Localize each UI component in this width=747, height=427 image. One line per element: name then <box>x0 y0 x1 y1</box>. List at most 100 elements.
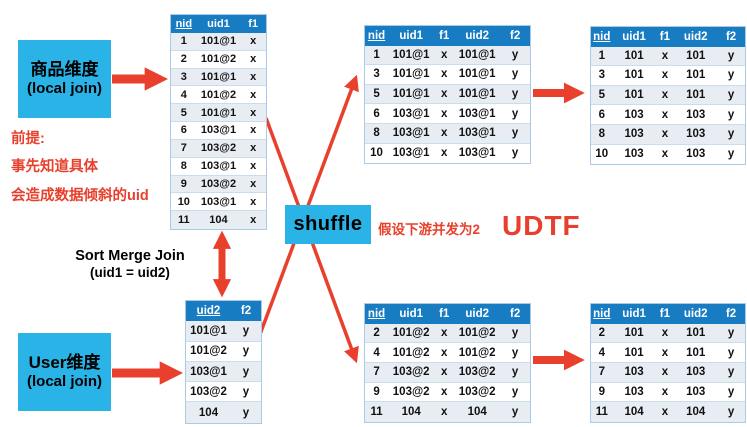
table-cell: 101@2 <box>458 346 496 359</box>
table-cell: x <box>250 160 257 173</box>
table-cell: 103@1 <box>200 160 237 173</box>
table-cell: x <box>250 178 257 191</box>
table-cell: x <box>661 327 669 340</box>
table-cell: 101@1 <box>200 70 237 83</box>
table-cell: 103@2 <box>190 385 227 398</box>
shuffle-label: shuffle <box>293 213 363 235</box>
column-header: f1 <box>248 17 259 30</box>
table-cell: 5 <box>598 89 605 102</box>
table-cell: x <box>661 69 669 82</box>
sort-merge-join-condition: (uid1 = uid2) <box>90 265 170 281</box>
column-header: f2 <box>240 305 252 318</box>
column-header: nid <box>367 307 386 320</box>
table-cell: 101@1 <box>392 68 430 81</box>
table-cell: 1 <box>180 35 187 48</box>
table-cell: y <box>511 147 519 160</box>
user-box-subtitle: (local join) <box>27 373 102 391</box>
table-cell: y <box>511 48 519 61</box>
table-cell: y <box>511 88 519 101</box>
table-header-row: uid2 f2 <box>186 301 261 322</box>
table-cell: 101@1 <box>392 48 430 61</box>
table-cell: y <box>727 69 735 82</box>
column-header: f1 <box>659 30 670 43</box>
table-cell: 10 <box>595 148 609 161</box>
table-cell: y <box>727 386 735 399</box>
table-cell: 101@2 <box>200 53 237 66</box>
user-dimension-box: User维度 (local join) <box>18 333 111 411</box>
table-cell: 101@1 <box>190 324 227 337</box>
table-cell: y <box>511 327 519 340</box>
udtf-label: UDTF <box>502 210 581 241</box>
table-cell: 101@2 <box>458 327 496 340</box>
table-cell: 101@2 <box>392 327 430 340</box>
table-cell: y <box>727 89 735 102</box>
table-cell: x <box>250 214 257 227</box>
table-cell: x <box>440 346 448 359</box>
table-cell: x <box>661 49 669 62</box>
table-cell: 103 <box>624 386 644 399</box>
table-cell: 101@1 <box>200 35 237 48</box>
column-header: uid2 <box>196 305 221 318</box>
table-cell: x <box>440 127 448 140</box>
table-cell: y <box>242 324 250 337</box>
table-cell: 104 <box>198 406 219 419</box>
table-cell: x <box>440 88 448 101</box>
table-cell: 103@1 <box>458 107 496 120</box>
table-cell: x <box>250 106 257 119</box>
table-cell: 103@1 <box>392 127 430 140</box>
table-cell: y <box>727 327 735 340</box>
table-cell: 103@2 <box>458 386 496 399</box>
table-cell: 10 <box>370 147 383 160</box>
column-header: uid2 <box>683 307 708 320</box>
table-cell: 104 <box>467 406 487 419</box>
table-cell: 103 <box>686 148 706 161</box>
column-header: uid2 <box>465 307 489 320</box>
table-cell: 101 <box>686 89 706 102</box>
table-cell: 2 <box>598 327 605 340</box>
table-cell: x <box>661 128 669 141</box>
premise-note: 前提: 事先知道具体 会造成数据倾斜的uid <box>11 125 149 210</box>
table-cell: 7 <box>180 142 187 155</box>
table-cell: x <box>250 88 257 101</box>
table-cell: 7 <box>373 366 380 379</box>
table-cell: 6 <box>180 124 187 137</box>
table-cell: x <box>250 70 257 83</box>
table-cell: 101 <box>624 49 644 62</box>
premise-line-2: 事先知道具体 <box>11 159 98 176</box>
table-cell: x <box>250 195 257 208</box>
table-row: 101@1 y <box>186 321 261 342</box>
table-cell: 103@2 <box>392 366 430 379</box>
table-cell: x <box>440 366 448 379</box>
table-cell: x <box>250 53 257 66</box>
table-cell: 101 <box>624 327 644 340</box>
column-header: uid1 <box>622 307 646 320</box>
table-cell: 101@1 <box>392 88 430 101</box>
product-dimension-box: 商品维度 (local join) <box>18 40 111 118</box>
table-cell: 9 <box>373 386 380 399</box>
table-cell: y <box>727 406 735 419</box>
table-cell: y <box>242 365 250 378</box>
table-cell: y <box>511 406 519 419</box>
table-cell: 103@1 <box>200 195 237 208</box>
table-cell: x <box>440 327 448 340</box>
table-cell: 101@1 <box>200 106 237 119</box>
